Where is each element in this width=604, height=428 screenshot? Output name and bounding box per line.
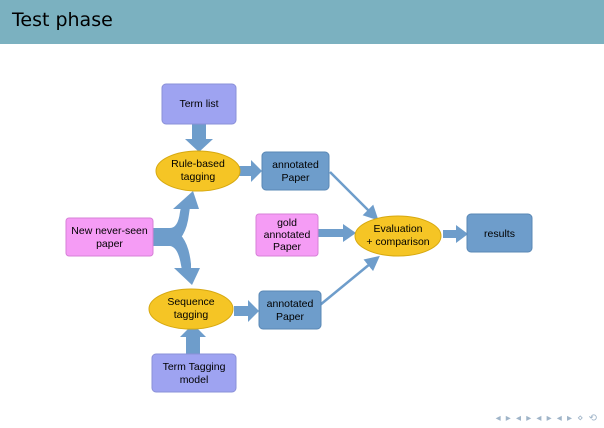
node-evaluation-comparison: Evaluation + comparison [354,215,442,257]
arrow-termlist-to-rulebased [185,124,213,152]
node-annotated-bottom-line2: Paper [276,311,305,323]
node-annotated-paper-top: annotated Paper [261,151,330,191]
node-results-label: results [484,228,515,240]
arrow-newpaper-split [153,191,200,285]
node-gold-line2: annotated [264,229,311,241]
node-gold-annotated-paper: gold annotated Paper [255,213,319,257]
node-term-list: Term list [161,83,237,125]
node-evaluation-line2: + comparison [366,236,429,248]
node-rule-based-tagging: Rule-based tagging [155,150,241,192]
slide-header: Test phase [0,0,604,44]
node-term-tagging-model: Term Tagging model [151,353,237,393]
node-annotated-paper-bottom: annotated Paper [258,290,322,330]
arrow-gold-to-evaluation [318,224,356,242]
node-gold-line3: Paper [273,241,302,253]
node-gold-line1: gold [277,217,297,229]
node-new-paper-line2: paper [96,238,123,250]
node-new-never-seen-paper: New never-seen paper [65,217,154,257]
arrow-annotated-bottom-to-evaluation [319,255,380,306]
node-annotated-top-line1: annotated [272,159,319,171]
node-new-paper-line1: New never-seen [71,225,148,237]
page-title: Test phase [12,9,113,31]
node-sequence-line1: Sequence [167,296,214,308]
node-rule-based-line1: Rule-based [171,158,225,170]
node-term-model-line2: model [180,374,209,386]
node-evaluation-line1: Evaluation [373,223,422,235]
arrow-annotated-top-to-evaluation [329,171,379,221]
node-sequence-tagging: Sequence tagging [148,288,234,330]
node-rule-based-line2: tagging [181,171,216,183]
beamer-navigation[interactable]: ◂ ▸ ◂ ▸ ◂ ▸ ◂ ▸ ⋄ ⟲ [495,413,598,424]
arrow-evaluation-to-results [443,225,468,243]
node-term-model-line1: Term Tagging [163,361,226,373]
node-sequence-line2: tagging [174,309,209,321]
arrow-model-to-sequence [180,324,206,354]
arrow-rulebased-to-annotated [239,160,262,182]
node-term-list-label: Term list [179,98,218,110]
node-annotated-top-line2: Paper [281,172,310,184]
arrow-sequence-to-annotated [234,300,259,322]
node-annotated-bottom-line1: annotated [267,298,314,310]
node-results: results [466,213,533,253]
